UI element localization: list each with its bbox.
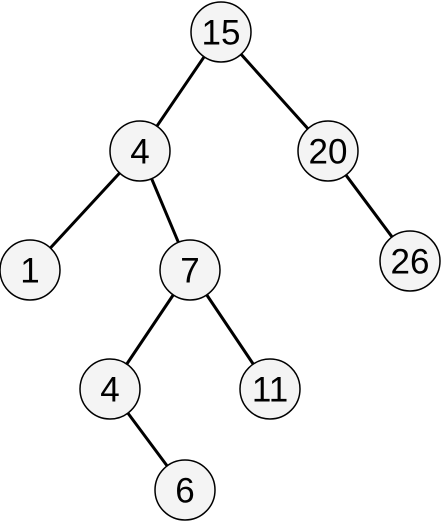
edge-n4b-n6 bbox=[126, 411, 169, 468]
node-value-label: 7 bbox=[180, 252, 199, 291]
tree-node-n11: 11 bbox=[239, 358, 301, 420]
edge-n4a-n1 bbox=[48, 171, 122, 250]
node-circle bbox=[379, 230, 441, 292]
edge-n15-n4a bbox=[155, 55, 206, 128]
edge-n20-n26 bbox=[344, 173, 394, 239]
edge-n4a-n7 bbox=[150, 177, 180, 244]
node-value-label: 1 bbox=[20, 252, 39, 291]
tree-node-n26: 26 bbox=[379, 230, 441, 292]
node-circle bbox=[79, 358, 141, 420]
tree-node-n1: 1 bbox=[0, 239, 61, 301]
node-value-label: 26 bbox=[391, 243, 430, 282]
edge-n7-n4b bbox=[125, 293, 175, 366]
node-value-label: 6 bbox=[175, 472, 194, 511]
tree-node-n7: 7 bbox=[159, 239, 221, 301]
node-circle bbox=[239, 358, 301, 420]
node-circle bbox=[159, 239, 221, 301]
node-value-label: 15 bbox=[202, 14, 241, 53]
tree-edges bbox=[48, 52, 394, 468]
node-value-label: 20 bbox=[309, 133, 348, 172]
edge-n7-n11 bbox=[205, 293, 255, 366]
node-circle bbox=[190, 1, 252, 63]
node-circle bbox=[297, 120, 359, 182]
tree-node-n20: 20 bbox=[297, 120, 359, 182]
node-circle bbox=[0, 239, 61, 301]
node-value-label: 4 bbox=[100, 371, 119, 410]
edge-n15-n20 bbox=[239, 52, 310, 131]
tree-node-n4b: 4 bbox=[79, 358, 141, 420]
tree-node-n4a: 4 bbox=[109, 120, 171, 182]
node-circle bbox=[109, 120, 171, 182]
tree-node-n6: 6 bbox=[154, 459, 216, 521]
node-value-label: 11 bbox=[252, 371, 288, 410]
tree-node-n15: 15 bbox=[190, 1, 252, 63]
node-value-label: 4 bbox=[130, 133, 149, 172]
node-circle bbox=[154, 459, 216, 521]
